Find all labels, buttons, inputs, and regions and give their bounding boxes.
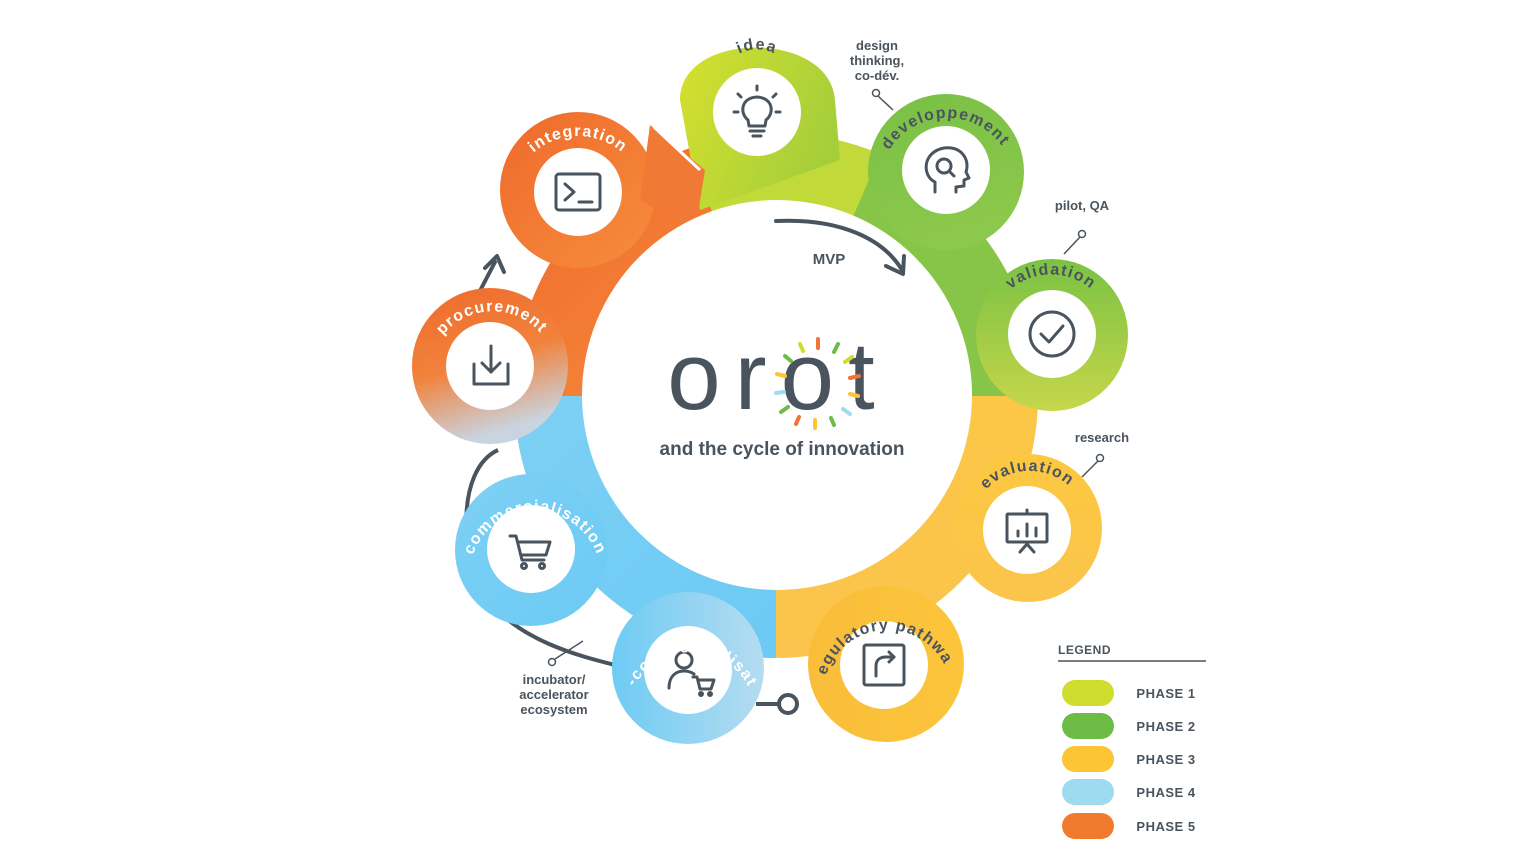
- center-content: MVP orot and the cycle of innovation: [660, 218, 906, 460]
- annotation-design-line2: thinking,: [850, 53, 904, 68]
- legend-item: PHASE 4: [1062, 779, 1195, 805]
- annotation-incubator-line1: incubator/: [523, 672, 586, 687]
- mvp-arrow: [774, 218, 904, 272]
- legend: LEGEND PHASE 1 PHASE 2 PHASE 3 PHASE 4 P…: [1058, 643, 1206, 839]
- center-circle: [582, 200, 972, 590]
- checkmark-icon: [1028, 310, 1076, 358]
- legend-item: PHASE 3: [1062, 746, 1195, 772]
- terminal-icon: [554, 172, 602, 212]
- legend-label-phase4: PHASE 4: [1136, 785, 1195, 800]
- annotation-incubator-line3: ecosystem: [520, 702, 587, 717]
- arrow-box-icon: [862, 643, 906, 687]
- cycle-ring: [412, 47, 1128, 744]
- legend-item: PHASE 1: [1062, 680, 1195, 706]
- legend-swatch-phase4: [1062, 779, 1114, 805]
- download-icon: [472, 344, 510, 386]
- legend-label-phase3: PHASE 3: [1136, 752, 1195, 767]
- cycle-arrowhead: [640, 125, 705, 232]
- legend-swatch-phase3: [1062, 746, 1114, 772]
- subtitle: and the cycle of innovation: [660, 439, 905, 460]
- legend-swatch-phase2: [1062, 713, 1114, 739]
- legend-item: PHASE 5: [1062, 813, 1195, 839]
- annotation-research: research: [1075, 430, 1129, 445]
- legend-label-phase1: PHASE 1: [1136, 686, 1195, 701]
- mvp-label: MVP: [813, 251, 846, 268]
- legend-swatch-phase5: [1062, 813, 1114, 839]
- head-search-icon: [924, 146, 971, 194]
- legend-title: LEGEND: [1058, 643, 1111, 657]
- annotation-pilot: pilot, QA: [1055, 198, 1110, 213]
- annotation-incubator-line2: accelerator: [519, 687, 588, 702]
- sun-rays-icon: [774, 337, 861, 430]
- shopping-cart-icon: [508, 534, 552, 570]
- annotation-design-line3: co-dév.: [855, 68, 900, 83]
- person-cart-icon: [667, 650, 716, 697]
- legend-item: PHASE 2: [1062, 713, 1195, 739]
- stage-icon-discs: [446, 68, 1096, 714]
- presentation-chart-icon: [1005, 508, 1049, 554]
- legend-label-phase2: PHASE 2: [1136, 719, 1195, 734]
- legend-label-phase5: PHASE 5: [1136, 819, 1195, 834]
- lightbulb-icon: [732, 84, 782, 138]
- annotation-design-line1: design: [856, 38, 898, 53]
- legend-swatch-phase1: [1062, 680, 1114, 706]
- cycle-end-node: [777, 693, 799, 715]
- orot-logo-text: orot: [667, 323, 888, 430]
- annotations: design thinking, co-dév. pilot, QA resea…: [519, 38, 1129, 717]
